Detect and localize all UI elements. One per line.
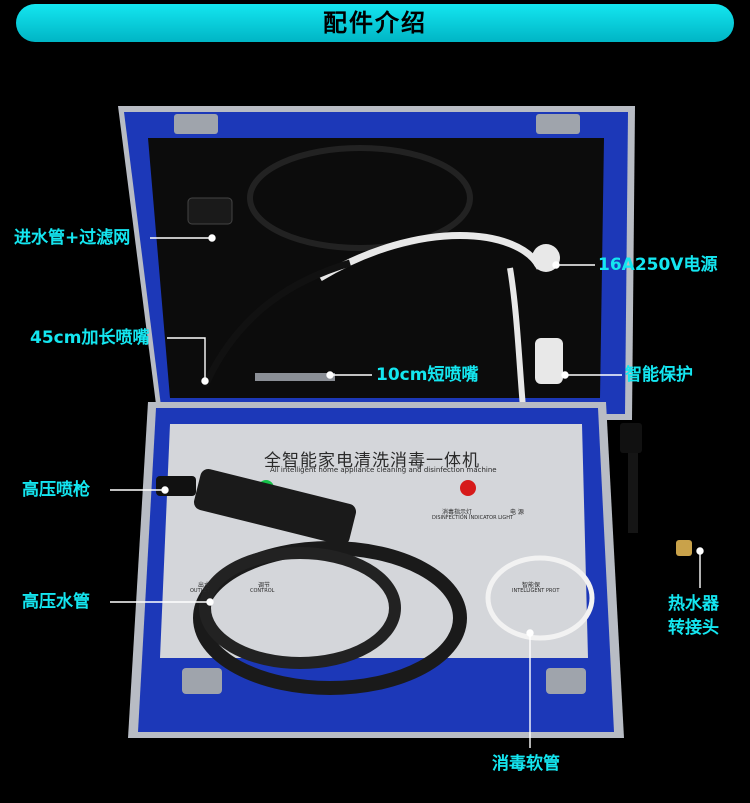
short-nozzle <box>255 373 335 381</box>
spray-gun-head <box>156 476 196 496</box>
callout-heater-adapter-2: 转接头 <box>668 618 719 638</box>
leader-inlet-dot <box>208 234 216 242</box>
label-disinfection-light: 消毒指示灯 <box>442 509 473 516</box>
adapter-brass <box>676 540 692 556</box>
label-outlet: 出水 <box>198 582 211 589</box>
hp-hose-coil-1 <box>193 541 467 695</box>
callout-inlet-hose: 进水管+过滤网 <box>14 228 131 248</box>
lid-latch-right <box>536 114 580 134</box>
inlet-filter <box>187 197 233 225</box>
lid-latch-left <box>174 114 218 134</box>
callout-disinfect-hose: 消毒软管 <box>492 754 560 774</box>
disinfect-hose-coil <box>485 555 595 641</box>
callout-power: 16A250V电源 <box>598 255 718 275</box>
leader-spray-gun-dot <box>161 486 169 494</box>
callout-hp-hose: 高压水管 <box>22 592 90 612</box>
callout-short-nozzle: 10cm短喷嘴 <box>376 365 479 385</box>
leader-smart-protect-dot <box>561 371 569 379</box>
product-illustration <box>110 106 704 748</box>
leader-short-nozzle-dot <box>326 371 334 379</box>
leader-adapter-dot <box>696 547 704 555</box>
label-control: 调节 <box>258 582 271 589</box>
long-nozzle <box>201 259 352 388</box>
label-control-en: CONTROL <box>250 588 275 594</box>
adapter-body <box>628 453 638 533</box>
callout-smart-protect: 智能保护 <box>625 365 693 385</box>
adapter-cap <box>620 423 642 453</box>
base-latch-right <box>546 668 586 694</box>
label-disinfection-light-en: DISINFECTION INDICATOR LIGHT <box>432 515 514 521</box>
leader-disinfect-dot <box>526 629 534 637</box>
smart-protect-plug <box>535 338 563 384</box>
red-indicator <box>460 480 476 496</box>
header-banner: 配件介绍 <box>0 0 750 48</box>
hp-hose-coil-2 <box>199 547 401 669</box>
panel-title-cn: 全智能家电清洗消毒一体机 <box>264 451 480 471</box>
leader-power-dot <box>552 261 560 269</box>
spray-gun <box>193 468 357 546</box>
label-intelligent: 智能保 <box>522 582 541 589</box>
callout-heater-adapter-1: 热水器 <box>668 594 719 614</box>
label-outlet-en: OUTLET <box>190 588 210 594</box>
page-title: 配件介绍 <box>323 9 427 37</box>
label-intelligent-en: INTELLIGENT PROT <box>512 588 560 594</box>
leader-hp-hose-dot <box>206 598 214 606</box>
product-photo: 全智能家电清洗消毒一体机 All intelligent home applia… <box>0 48 750 803</box>
inlet-hose-loop <box>247 145 473 251</box>
label-power: 电 源 <box>510 509 524 516</box>
callout-spray-gun: 高压喷枪 <box>22 480 90 500</box>
leader-long-nozzle <box>167 337 206 381</box>
title-pill: 配件介绍 <box>16 4 734 42</box>
callout-long-nozzle: 45cm加长喷嘴 <box>30 328 150 348</box>
panel-title-en: All intelligent home appliance cleaning … <box>270 466 497 474</box>
leader-long-nozzle-dot <box>201 377 209 385</box>
lid-interior <box>148 138 604 398</box>
power-cable <box>318 232 544 282</box>
base-latch-left <box>182 668 222 694</box>
